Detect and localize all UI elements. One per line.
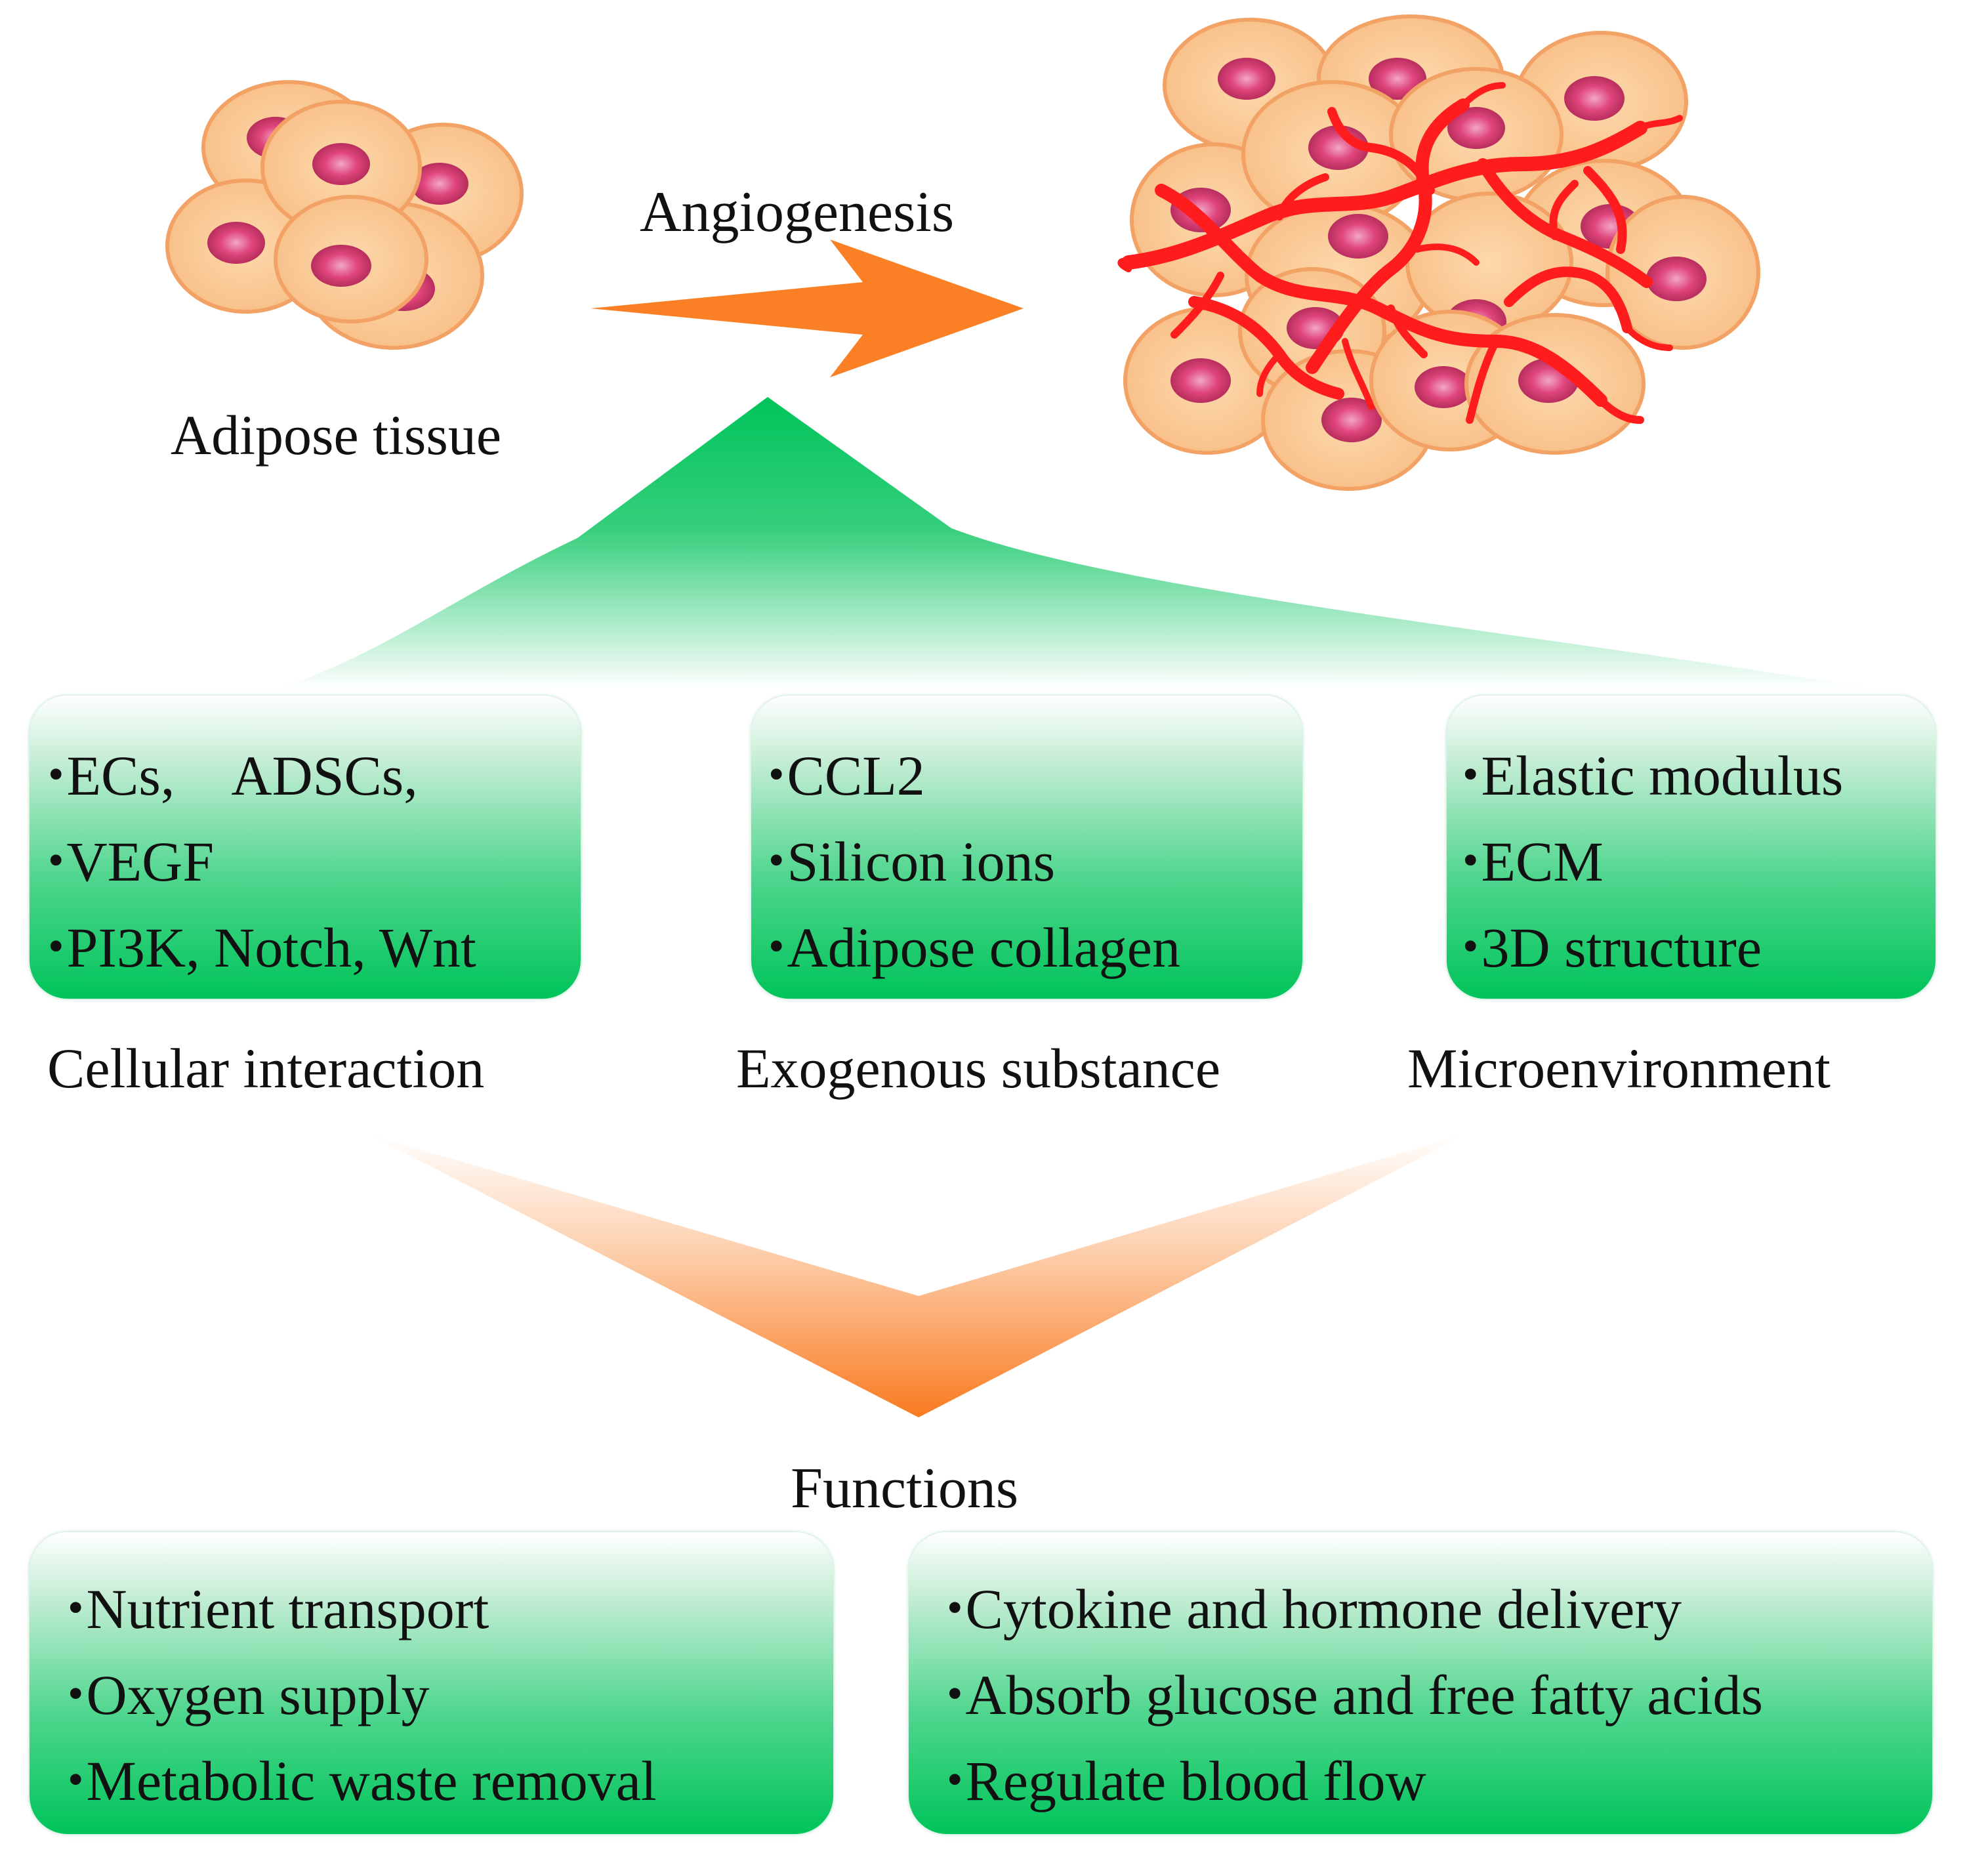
list-item: Cytokine and hormone delivery	[947, 1568, 1932, 1654]
microenvironment-title: Microenvironment	[1407, 1037, 1831, 1100]
list-item: PI3K, Notch, Wnt	[48, 907, 581, 993]
angiogenesis-arrow	[590, 240, 1024, 377]
blood-vessels	[1117, 82, 1683, 424]
cellular-interaction-box: ECs, ADSCs, VEGF PI3K, Notch, Wnt	[30, 696, 581, 999]
list-item: Oxygen supply	[68, 1654, 833, 1740]
cellular-interaction-list: ECs, ADSCs, VEGF PI3K, Notch, Wnt	[48, 735, 581, 993]
functions-box-right: Cytokine and hormone delivery Absorb glu…	[909, 1532, 1932, 1834]
list-item: Nutrient transport	[68, 1568, 833, 1654]
microenvironment-box: Elastic modulus ECM 3D structure	[1447, 696, 1936, 999]
vascularized-tissue-cluster	[1117, 14, 1760, 491]
list-item: Silicon ions	[768, 821, 1302, 907]
green-fan-connector	[276, 397, 1876, 689]
functions-list-left: Nutrient transport Oxygen supply Metabol…	[68, 1568, 833, 1826]
list-item: 3D structure	[1462, 907, 1936, 993]
angiogenesis-label: Angiogenesis	[640, 180, 955, 244]
list-item: Absorb glucose and free fatty acids	[947, 1654, 1932, 1740]
exogenous-substance-title: Exogenous substance	[736, 1037, 1221, 1100]
orange-funnel-connector	[367, 1134, 1466, 1417]
adipose-tissue-cluster	[165, 80, 524, 350]
list-item: Regulate blood flow	[947, 1740, 1932, 1826]
list-item: Metabolic waste removal	[68, 1740, 833, 1826]
exogenous-substance-box: CCL2 Silicon ions Adipose collagen	[751, 696, 1302, 999]
list-item: ECs, ADSCs,	[48, 735, 581, 821]
fat-cell	[274, 195, 428, 323]
functions-list-right: Cytokine and hormone delivery Absorb glu…	[947, 1568, 1932, 1826]
list-item: ECM	[1462, 821, 1936, 907]
exogenous-substance-list: CCL2 Silicon ions Adipose collagen	[768, 735, 1302, 993]
list-item: Adipose collagen	[768, 907, 1302, 993]
functions-title: Functions	[791, 1457, 1019, 1520]
fat-cell	[1605, 195, 1760, 350]
list-item: VEGF	[48, 821, 581, 907]
microenvironment-list: Elastic modulus ECM 3D structure	[1462, 735, 1936, 993]
functions-box-left: Nutrient transport Oxygen supply Metabol…	[30, 1532, 833, 1834]
list-item: CCL2	[768, 735, 1302, 821]
cellular-interaction-title: Cellular interaction	[47, 1037, 485, 1100]
adipose-tissue-label: Adipose tissue	[171, 404, 502, 467]
list-item: Elastic modulus	[1462, 735, 1936, 821]
